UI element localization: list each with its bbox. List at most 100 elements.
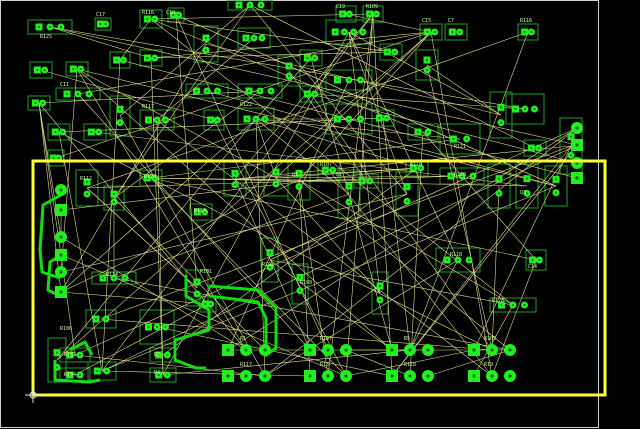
ratsnest-line — [60, 291, 209, 305]
pad-drill — [408, 374, 412, 378]
pad-drill — [56, 366, 58, 369]
ratsnest-line — [298, 179, 311, 377]
ratsnest-line — [55, 31, 432, 159]
component-designator-label: R101 — [200, 269, 212, 275]
pad-drill — [500, 121, 502, 124]
pad-drill — [270, 90, 272, 92]
pad-drill — [343, 31, 346, 33]
pad-drill — [500, 106, 502, 109]
pad-drill — [452, 138, 455, 140]
ratsnest-line — [264, 259, 459, 377]
component-designator-label: R120 — [454, 172, 466, 178]
pad-drill — [263, 374, 267, 378]
pad-drill — [369, 180, 371, 182]
component-designator-label: C19 — [336, 4, 345, 10]
pad-drill — [52, 157, 55, 159]
trace — [208, 284, 278, 358]
pad-drill — [69, 354, 71, 356]
component-designator-label: R112 — [80, 176, 92, 182]
ratsnest-line — [150, 177, 537, 261]
pad-layer[interactable] — [31, 1, 583, 383]
pad-drill — [244, 348, 248, 352]
pad-drill — [508, 374, 512, 378]
pad-drill — [113, 193, 115, 195]
ratsnest-line — [60, 167, 418, 211]
ratsnest-line — [430, 31, 493, 377]
component-footprint — [415, 49, 439, 81]
pad-drill — [95, 318, 97, 320]
ratsnest-line — [473, 304, 514, 377]
pad-drill — [97, 131, 100, 133]
ratsnest-line — [162, 167, 418, 356]
ratsnest-line — [100, 318, 493, 351]
pad-drill — [533, 108, 536, 110]
pad-drill — [324, 169, 327, 171]
pad-drill — [49, 26, 51, 28]
pad-drill — [156, 326, 158, 328]
component-footprint — [439, 123, 481, 155]
pad-drill — [177, 14, 180, 16]
pad-drill — [79, 374, 81, 376]
pad-drill — [86, 193, 88, 195]
pad-drill — [348, 79, 350, 81]
ratsnest-line — [150, 51, 392, 59]
ratsnest-line — [60, 236, 247, 351]
pad-drill — [446, 259, 448, 261]
pad-drill — [359, 79, 362, 81]
pad-drill — [166, 374, 169, 376]
pad-drill — [69, 374, 71, 376]
component-footprint — [487, 163, 511, 209]
pad-drill — [38, 26, 40, 28]
ratsnest-line — [426, 64, 493, 351]
pad-drill — [472, 175, 474, 177]
ratsnest-line — [275, 31, 432, 179]
pad-drill — [326, 348, 330, 352]
ratsnest-line — [49, 26, 152, 59]
ratsnest-line — [76, 68, 247, 351]
pad-drill — [465, 138, 468, 140]
pad-drill — [390, 374, 394, 378]
pad-drill — [147, 326, 150, 328]
pad-drill — [99, 23, 102, 25]
pad-drill — [575, 176, 579, 180]
ratsnest-line — [255, 118, 350, 195]
component-designator-label: R5 — [404, 336, 410, 342]
ratsnest-line — [60, 118, 257, 293]
ratsnest-line — [491, 185, 500, 351]
pad-drill — [451, 31, 454, 33]
component-designator-label: R105 — [484, 336, 496, 342]
ratsnest-line — [56, 118, 257, 361]
pad-drill — [498, 177, 500, 180]
ratsnest-line — [298, 179, 514, 306]
trace — [208, 294, 268, 350]
pad-drill — [514, 108, 517, 110]
pad-drill — [105, 370, 108, 372]
component-footprint — [525, 249, 547, 271]
pad-drill — [172, 14, 175, 16]
ratsnest-line — [56, 31, 432, 361]
component-footprint — [517, 23, 539, 41]
component-footprint — [109, 51, 131, 69]
ratsnest-line — [345, 13, 432, 33]
pad-drill — [472, 348, 476, 352]
component-designator-label: R107 — [320, 162, 332, 168]
pad-drill — [412, 167, 415, 169]
pad-drill — [209, 303, 212, 305]
ratsnest-line — [162, 31, 350, 376]
component-footprint — [371, 271, 389, 315]
pad-drill — [153, 57, 156, 59]
ratsnest-line — [345, 13, 374, 377]
component-designator-label: C10 — [166, 10, 175, 16]
pad-drill — [203, 211, 206, 213]
component-designator-label: C15 — [422, 18, 431, 24]
component-footprint — [47, 337, 67, 383]
pad-drill — [490, 348, 494, 352]
component-footprint — [83, 123, 107, 141]
component-designator-label: C14 — [528, 264, 537, 270]
pad-drill — [226, 374, 230, 378]
pad-drill — [537, 147, 540, 149]
pad-drill — [195, 90, 198, 92]
pad-drill — [102, 277, 104, 279]
